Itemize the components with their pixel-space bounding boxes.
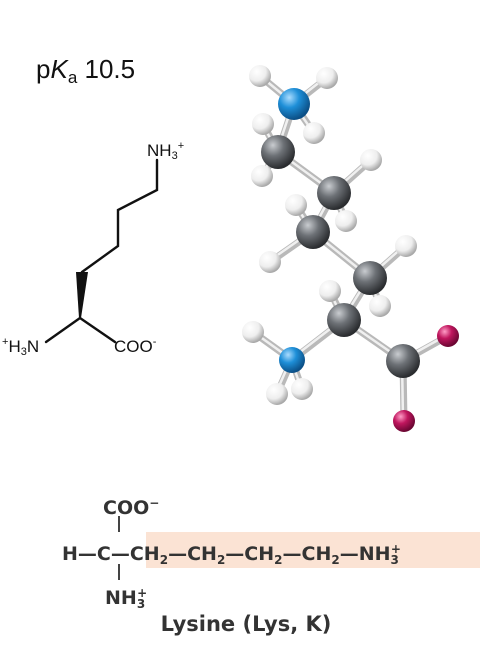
atom-h-H1b xyxy=(316,67,338,89)
atom-c-C5 xyxy=(327,303,361,337)
side-chain-highlight xyxy=(146,532,480,568)
pka-value: 10.5 xyxy=(84,54,136,84)
atom-c-C4 xyxy=(353,261,387,295)
atom-h-H3a xyxy=(360,149,382,171)
atom-h-H7a xyxy=(242,321,264,343)
bond-c-nh3 xyxy=(118,564,120,580)
atom-h-H1a xyxy=(249,65,271,87)
side-chain-bonds xyxy=(80,158,159,274)
bond-c-coo xyxy=(118,516,120,532)
carboxylate-label: COO- xyxy=(114,336,157,356)
atom-c-C1 xyxy=(261,135,295,169)
formula-terminal-amine: NH3+ xyxy=(358,542,401,567)
carboxyl-bond xyxy=(78,316,117,344)
atom-h-H1c xyxy=(303,122,325,144)
atom-h-H2b xyxy=(251,165,273,187)
side-chain-amine-label: NH3+ xyxy=(147,140,185,162)
atom-h-H4a xyxy=(285,194,307,216)
formula-alpha-amine: NH3+ xyxy=(105,586,148,611)
atom-h-H3b xyxy=(335,210,357,232)
formula-ch2-2: CH2 xyxy=(187,543,226,567)
pka-label: pKa 10.5 xyxy=(36,54,135,93)
formula-alpha-c: C xyxy=(96,543,111,565)
formula-ch2-1: CH2 xyxy=(129,543,169,567)
atom-h-H5a xyxy=(395,235,417,257)
formula-carboxylate: COO− xyxy=(103,496,160,519)
atom-c-C6 xyxy=(386,344,420,378)
amine-bond xyxy=(44,316,82,344)
atom-h-H6 xyxy=(319,280,341,302)
wedge-bond xyxy=(76,272,88,318)
formula-main-line: H—C—CH2—CH2—CH2—CH2—NH3+ xyxy=(62,542,401,567)
atom-h-H7c xyxy=(291,378,313,400)
atom-c-C3 xyxy=(296,215,330,249)
atom-h-H2a xyxy=(252,113,274,135)
formula-ch2-3: CH2 xyxy=(244,543,283,567)
pka-prefix: p xyxy=(36,54,51,84)
formula-ch2-4: CH2 xyxy=(301,543,340,567)
atom-o-O2 xyxy=(393,410,415,432)
amino-acid-name: Lysine (Lys, K) xyxy=(160,612,332,636)
alpha-amine-label: +H3N xyxy=(2,336,40,358)
atom-c-C2 xyxy=(317,176,351,210)
pka-sub: a xyxy=(67,68,78,87)
atom-h-H7b xyxy=(266,383,288,405)
atom-n-N1 xyxy=(278,88,310,120)
atom-h-H5b xyxy=(369,295,391,317)
atom-o-O1 xyxy=(437,325,459,347)
atom-n-N2 xyxy=(279,347,305,373)
pka-k: K xyxy=(50,54,68,84)
atom-h-H4b xyxy=(259,251,281,273)
formula-h: H xyxy=(62,543,78,565)
